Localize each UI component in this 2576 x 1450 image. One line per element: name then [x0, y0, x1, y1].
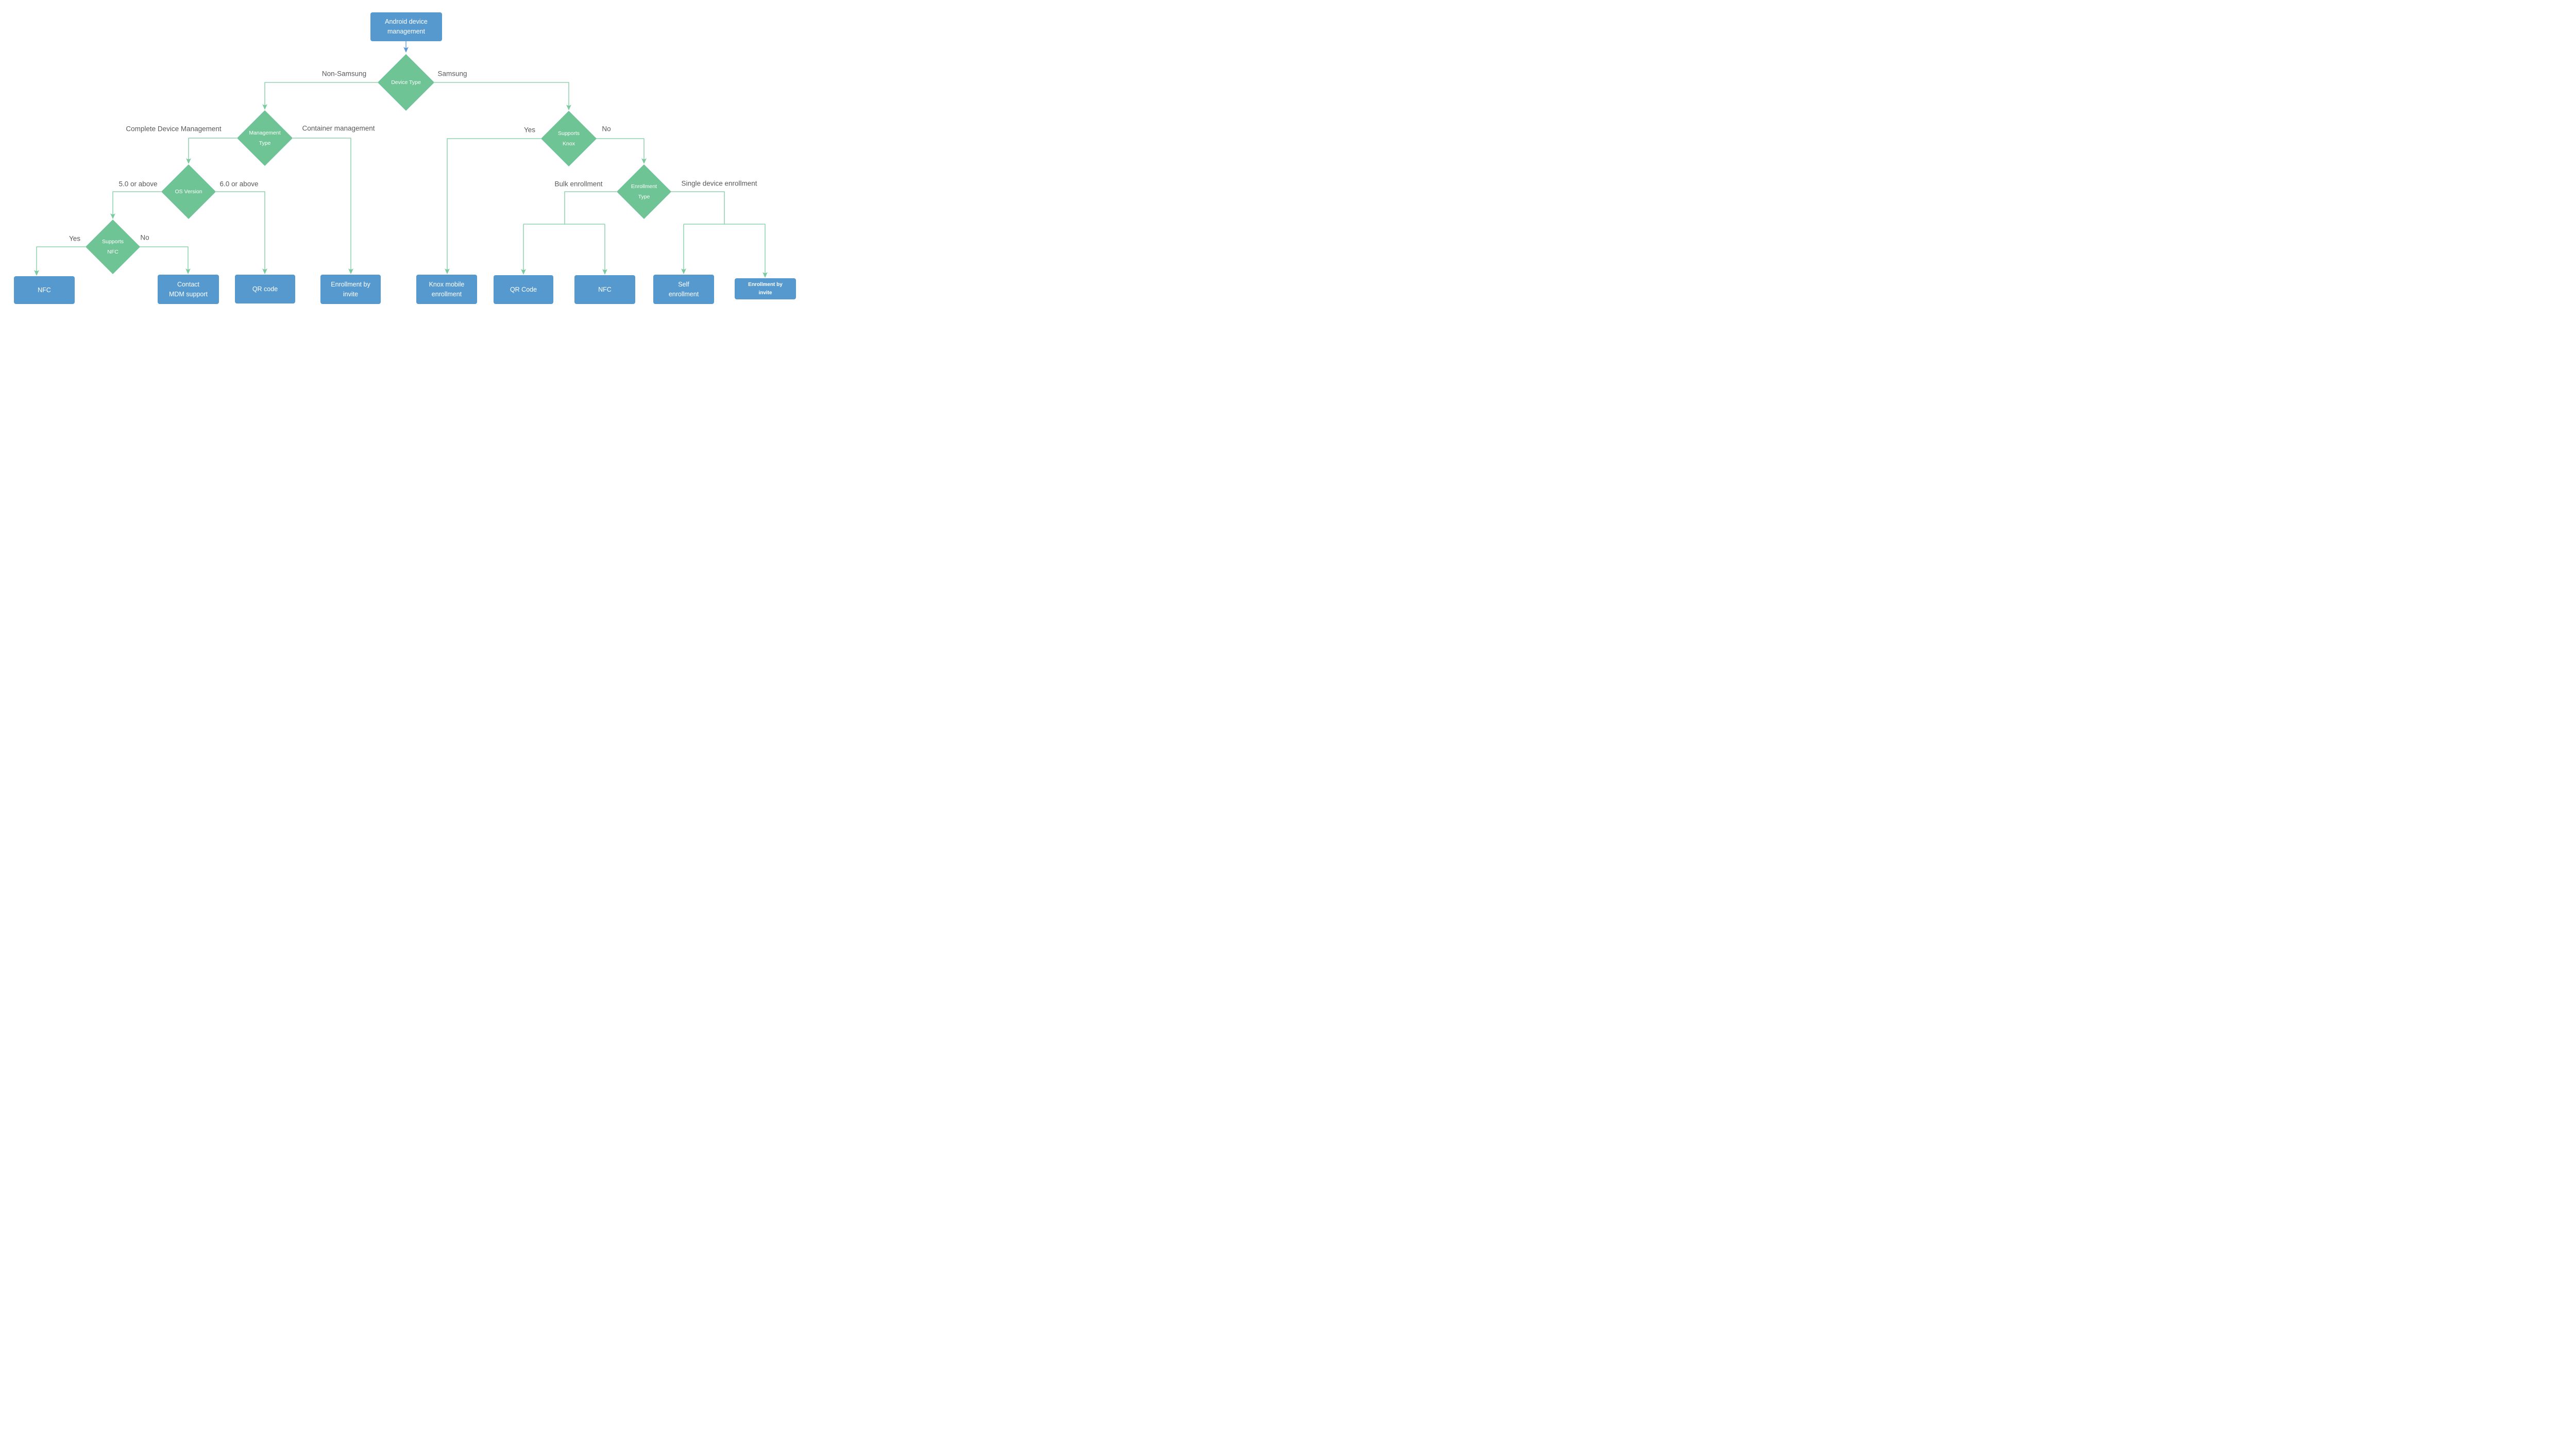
edge-enrollment-type-single-stem [671, 191, 725, 224]
edge-device-type-to-supports-knox [434, 82, 571, 110]
decision-supports-knox: Supports Knox [541, 111, 597, 166]
decision-device-type: Device Type [378, 54, 434, 111]
edge-label-single-device-enrollment: Single device enrollment [681, 179, 757, 188]
edge-supports-nfc-to-nfc [34, 246, 86, 276]
edge-management-type-to-enrollment-by-invite [293, 138, 353, 274]
edge-device-type-to-management-type [262, 82, 378, 110]
edge-supports-knox-to-knox-mobile [445, 138, 541, 274]
decision-os-version: OS Version [161, 164, 216, 219]
edge-label-samsung: Samsung [437, 70, 467, 78]
decision-supports-nfc: Supports NFC [86, 220, 140, 274]
edge-label-non-samsung: Non-Samsung [321, 70, 367, 78]
edge-enrollment-type-bulk-stem [564, 191, 617, 224]
outcome-knox-mobile-enrollment: Knox mobile enrollment [416, 275, 477, 304]
node-android-device-management: Android device management [370, 12, 442, 41]
outcome-qr-code-right: QR Code [494, 275, 553, 304]
outcome-contact-mdm-support: Contact MDM support [158, 275, 219, 304]
outcome-enrollment-by-invite-left: Enrollment by invite [320, 275, 381, 304]
outcome-qr-code-left: QR code [235, 275, 295, 304]
edge-label-supports-knox-no: No [602, 125, 611, 133]
edge-supports-nfc-to-contact-mdm [140, 246, 191, 274]
edge-label-bulk-enrollment: Bulk enrollment [554, 180, 603, 188]
outcome-nfc-left: NFC [14, 276, 75, 304]
flowchart-canvas: Android device management Device Type Ma… [0, 0, 808, 331]
edge-label-supports-knox-yes: Yes [523, 126, 536, 134]
edge-os-version-to-qr-code [216, 191, 267, 274]
edge-label-supports-nfc-no: No [140, 233, 149, 242]
edge-os-version-to-supports-nfc [110, 191, 161, 219]
edge-label-supports-nfc-yes: Yes [69, 234, 81, 243]
edge-label-container-management: Container management [302, 124, 375, 132]
decision-management-type: Management Type [237, 110, 293, 166]
outcome-enrollment-by-invite-right: Enrollment by invite [735, 278, 796, 299]
decision-enrollment-type: Enrollment Type [617, 164, 671, 219]
edge-management-type-to-os-version [186, 138, 237, 164]
edge-supports-knox-to-enrollment-type [596, 138, 647, 164]
outcome-self-enrollment: Self enrollment [653, 275, 714, 304]
edge-label-5-0-or-above: 5.0 or above [118, 180, 158, 188]
outcome-nfc-right: NFC [574, 275, 635, 304]
edge-label-complete-device-management: Complete Device Management [126, 125, 222, 133]
edge-label-6-0-or-above: 6.0 or above [219, 180, 259, 188]
